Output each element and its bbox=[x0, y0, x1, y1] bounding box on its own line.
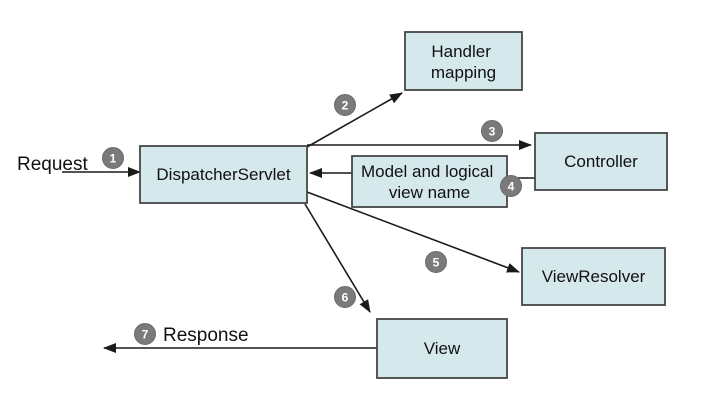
controller-box bbox=[534, 132, 668, 191]
step-badge-1-circle bbox=[102, 147, 124, 169]
view-label: View bbox=[424, 339, 461, 358]
step-badge-3-circle bbox=[481, 120, 503, 142]
model-and-view-node: Model and logical view name bbox=[351, 155, 508, 208]
handler-mapping-node: Handler mapping bbox=[404, 31, 523, 91]
step-badge-4-number: 4 bbox=[508, 180, 515, 194]
step-badge-6-circle bbox=[334, 286, 356, 308]
handler-mapping-label: Handler mapping bbox=[431, 42, 496, 82]
step-badge-4-circle bbox=[500, 175, 522, 197]
step-badge-5: 5 bbox=[425, 251, 447, 273]
dispatcher-servlet-label: DispatcherServlet bbox=[156, 165, 290, 184]
handler-mapping-label-line2: mapping bbox=[431, 63, 496, 82]
step-badge-1-number: 1 bbox=[110, 152, 117, 166]
handler-mapping-box bbox=[404, 31, 523, 91]
step-badge-2-circle bbox=[334, 94, 356, 116]
step-badge-6-number: 6 bbox=[342, 291, 349, 305]
model-and-view-label: Model and logical view name bbox=[361, 162, 498, 202]
model-and-view-label-line2: view name bbox=[389, 183, 470, 202]
arrow-step5-to-viewresolver bbox=[306, 191, 520, 273]
step-badge-2-number: 2 bbox=[342, 99, 349, 113]
controller-node: Controller bbox=[534, 132, 668, 191]
view-node: View bbox=[376, 318, 508, 379]
model-and-view-box bbox=[351, 155, 508, 208]
step-badge-7-circle bbox=[134, 323, 156, 345]
arrow-step6-to-view bbox=[304, 203, 371, 313]
controller-label: Controller bbox=[564, 152, 638, 171]
step-badge-1: 1 bbox=[102, 147, 124, 169]
step-badge-3: 3 bbox=[481, 120, 503, 142]
view-resolver-box bbox=[521, 247, 666, 306]
step-badge-4: 4 bbox=[500, 175, 522, 197]
step-badge-7: 7 bbox=[134, 323, 156, 345]
dispatcher-servlet-box bbox=[139, 145, 308, 204]
step-badge-5-number: 5 bbox=[433, 256, 440, 270]
dispatcher-servlet-node: DispatcherServlet bbox=[139, 145, 308, 204]
step-badge-5-circle bbox=[425, 251, 447, 273]
step-badge-6: 6 bbox=[334, 286, 356, 308]
handler-mapping-label-line1: Handler bbox=[431, 42, 491, 61]
arrow-step2-to-handler-mapping bbox=[306, 92, 403, 148]
view-box bbox=[376, 318, 508, 379]
model-and-view-label-line1: Model and logical bbox=[361, 162, 493, 181]
step-badge-2: 2 bbox=[334, 94, 356, 116]
view-resolver-node: ViewResolver bbox=[521, 247, 666, 306]
step-badge-3-number: 3 bbox=[489, 125, 496, 139]
response-label: Response bbox=[163, 325, 249, 346]
request-label: Request bbox=[17, 154, 88, 175]
view-resolver-label: ViewResolver bbox=[542, 267, 646, 286]
step-badge-7-number: 7 bbox=[142, 328, 149, 342]
